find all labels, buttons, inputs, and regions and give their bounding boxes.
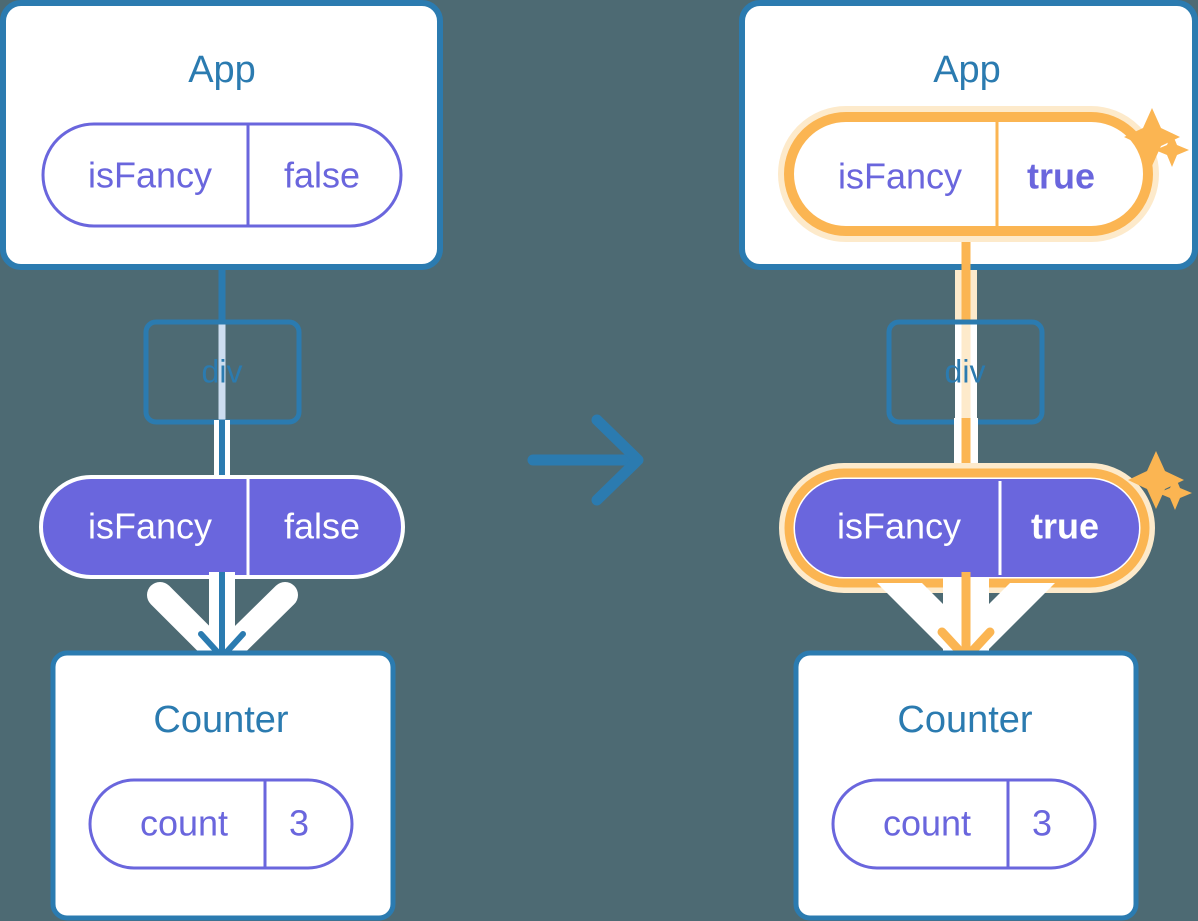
props-pill	[795, 479, 1139, 577]
panel-after: App isFancy true div	[739, 0, 1198, 921]
sparkle-icon-large	[1124, 108, 1180, 166]
counter-state-pill-value: 3	[1032, 803, 1052, 844]
app-state-pill-value: true	[1027, 156, 1095, 197]
app-state-pill-ring	[784, 112, 1153, 236]
props-pill-name: isFancy	[88, 506, 212, 547]
props-pill-value: true	[1031, 506, 1099, 547]
app-state-pill-value: false	[284, 155, 360, 196]
counter-box-title: Counter	[153, 699, 289, 741]
div-node-label: div	[945, 353, 986, 389]
props-flow-arrow-white	[890, 583, 1042, 659]
app-state-pill-name: isFancy	[838, 156, 962, 197]
div-node-label: div	[202, 353, 243, 389]
transition-arrow	[527, 414, 644, 506]
sparkle-icon-app	[1124, 108, 1189, 167]
counter-state-pill	[831, 778, 1097, 870]
sparkle-icon-small	[1155, 133, 1189, 167]
props-pill-value: false	[284, 506, 360, 547]
app-state-pill-name: isFancy	[88, 155, 212, 196]
counter-state-pill-value: 3	[289, 803, 309, 844]
sparkle-icon-large	[1128, 451, 1184, 509]
props-pill-name: isFancy	[837, 506, 961, 547]
counter-box-title: Counter	[897, 699, 1033, 741]
counter-state-pill-name: count	[883, 803, 971, 844]
sparkle-icon-props	[1128, 451, 1192, 510]
arrow-right-icon-head	[591, 414, 644, 506]
sparkle-icon-small	[1158, 476, 1192, 510]
app-box-title: App	[188, 49, 256, 91]
counter-state-pill-name: count	[140, 803, 228, 844]
counter-state-pill	[88, 778, 354, 870]
panel-before: App isFancy false div isFancy false	[0, 0, 443, 921]
app-state-pill	[41, 122, 403, 228]
app-box-title: App	[933, 49, 1001, 91]
